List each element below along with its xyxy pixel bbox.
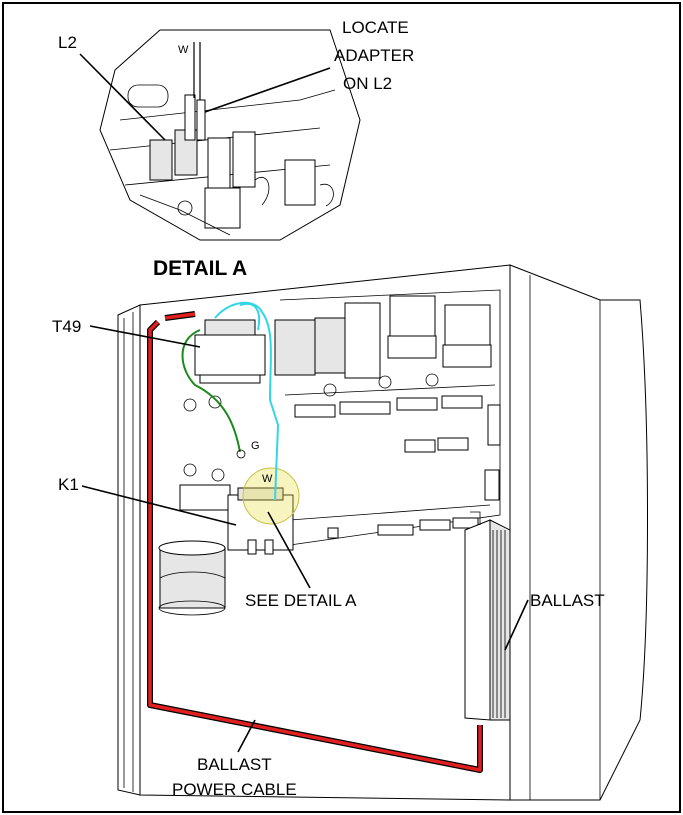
capacitor	[158, 540, 226, 616]
relay-k1	[179, 484, 294, 555]
leader-locate-adapter	[204, 67, 331, 113]
detail-callout-on-l2: ON L2	[343, 74, 392, 93]
callout-power-cable-2: POWER CABLE	[172, 780, 297, 799]
callout-power-cable-1: BALLAST	[197, 755, 272, 774]
detail-callout-locate: LOCATE	[342, 18, 409, 37]
detail-wire-mark-w: W	[178, 44, 189, 56]
cyan-wire-2	[239, 302, 260, 331]
cyan-wire	[214, 301, 280, 501]
ballast	[464, 511, 511, 721]
wire-mark-g: G	[251, 440, 260, 452]
detail-callout-adapter: ADAPTER	[334, 46, 414, 65]
callout-ballast: BALLAST	[530, 591, 605, 610]
callout-k1: K1	[58, 475, 79, 494]
callout-t49: T49	[52, 317, 81, 336]
leader-power-cable	[237, 719, 256, 753]
transformer-t49	[194, 319, 266, 384]
callout-see-detail-a: SEE DETAIL A	[245, 591, 357, 610]
control-board-components	[183, 295, 501, 539]
leader-l2	[79, 53, 166, 141]
detail-a-highlight	[242, 467, 300, 525]
detail-a-view	[99, 29, 361, 241]
detail-a-title: DETAIL A	[153, 257, 247, 280]
leader-ballast	[504, 599, 529, 651]
leader-see-detail-a	[267, 511, 311, 589]
leader-k1	[81, 485, 237, 526]
wire-mark-w: W	[262, 473, 273, 485]
ballast-power-cable-color	[148, 312, 482, 772]
leader-t49	[89, 325, 201, 348]
detail-callout-l2: L2	[58, 33, 77, 52]
